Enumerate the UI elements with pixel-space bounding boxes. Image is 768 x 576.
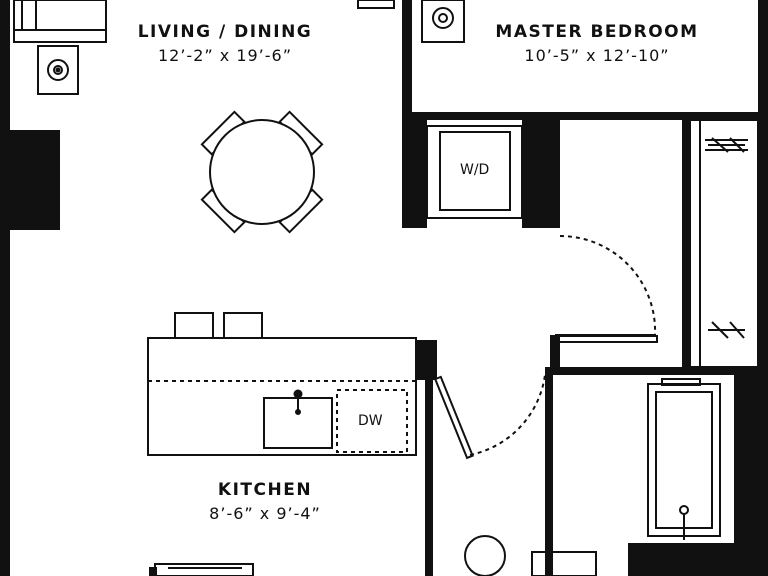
sink: [263, 389, 333, 449]
sofa: [13, 0, 107, 43]
wall-kitchen-right: [425, 375, 433, 576]
kitchen-door: [433, 374, 546, 460]
master-bedroom-dims: 10’-5” x 12’-10”: [524, 46, 670, 65]
cabinet-top: [357, 0, 395, 9]
side-table-lamp: [37, 45, 79, 95]
living-dining-label: LIVING / DINING 12’-2” x 19’-6”: [120, 22, 330, 65]
wall-closet-left: [682, 112, 690, 372]
wall-right-main: [758, 0, 768, 576]
dining-set: [200, 110, 324, 234]
nightstand-lamp: [421, 0, 465, 43]
wall-column-left: [10, 130, 60, 230]
wall-bath-top: [545, 367, 758, 375]
wall-wd-right: [522, 118, 560, 228]
wall-wd-left: [402, 118, 427, 228]
washer-dryer: [426, 125, 523, 219]
wall-master-bottom: [402, 112, 682, 120]
closet: [689, 119, 759, 368]
wall-closet-top: [682, 112, 758, 120]
living-dining-dims: 12’-2” x 19’-6”: [157, 46, 292, 65]
washer-dryer-label: W/D: [460, 162, 490, 178]
wall-master-left: [402, 0, 412, 120]
kitchen-name: KITCHEN: [217, 480, 313, 500]
dishwasher-label: DW: [358, 413, 383, 429]
wall-left-living: [0, 0, 10, 576]
wall-closet-right: [734, 375, 758, 576]
stove: [149, 563, 254, 576]
bedroom-door: [552, 234, 658, 343]
kitchen-dims: 8’-6” x 9’-4”: [209, 504, 321, 523]
wall-pillar-mid: [550, 335, 560, 370]
dining-table: [209, 119, 315, 225]
master-bedroom-name: MASTER BEDROOM: [495, 22, 699, 42]
living-dining-name: LIVING / DINING: [137, 22, 313, 42]
wall-bath-left: [545, 367, 553, 576]
wall-kitchen-right-top: [415, 340, 437, 380]
bathtub: [647, 378, 721, 540]
vanity: [531, 551, 597, 576]
kitchen-island: [147, 312, 417, 456]
master-bedroom-label: MASTER BEDROOM 10’-5” x 12’-10”: [492, 22, 702, 65]
toilet: [464, 535, 506, 576]
dishwasher: [336, 389, 408, 453]
kitchen-label: KITCHEN 8’-6” x 9’-4”: [165, 480, 365, 523]
